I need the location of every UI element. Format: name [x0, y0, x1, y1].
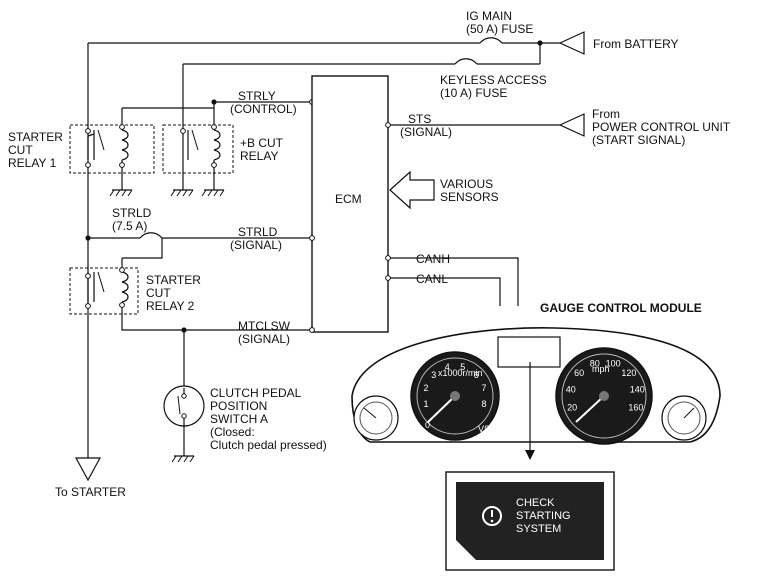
speedo-ticks-label: 60 [574, 368, 584, 378]
speedo-ticks-label: 20 [567, 403, 577, 413]
svg-text:x1000r/min: x1000r/min [438, 368, 483, 378]
starter-connector-icon: To STARTER [55, 457, 126, 499]
svg-text:(Closed:: (Closed: [210, 425, 255, 439]
sts-wire: STS (SIGNAL) From POWER CONTROL UNIT (ST… [385, 107, 731, 147]
tach-ticks-label: 8 [481, 399, 486, 409]
tach-ticks-label: 2 [423, 383, 428, 393]
pcu-connector-icon [558, 113, 585, 137]
speedo-ticks-label: 160 [628, 403, 643, 413]
svg-text:POSITION: POSITION [210, 399, 267, 413]
starter-cut-relay-2-label: STARTER CUT RELAY 2 [146, 273, 201, 313]
from-battery-label: From BATTERY [593, 37, 679, 51]
strly-label-1: STRLY [238, 89, 276, 103]
svg-text:STARTER: STARTER [8, 130, 63, 144]
strld-wire: STRLD (7.5 A) STRLD (SIGNAL) [85, 206, 315, 252]
gauge-control-module-label: GAUGE CONTROL MODULE [540, 301, 702, 315]
canh-label: CANH [416, 252, 450, 266]
battery-junction-dot [537, 40, 543, 46]
svg-text:0: 0 [425, 420, 430, 430]
warning-icon [482, 506, 502, 526]
sts-label-1: STS [408, 112, 431, 126]
speedo-ticks-label: 120 [621, 368, 636, 378]
check-starting-system-display: CHECK STARTING SYSTEM [445, 471, 615, 571]
canl-label: CANL [416, 272, 448, 286]
svg-text:Clutch pedal pressed): Clutch pedal pressed) [210, 438, 327, 452]
strld-fuse-label-2: (7.5 A) [112, 219, 147, 233]
ig-main-fuse-label-1: IG MAIN [466, 9, 512, 23]
tach-ticks-label: 7 [481, 383, 486, 393]
tach-ticks-label: 5 [460, 362, 465, 372]
mtclsw-label-2: (SIGNAL) [238, 332, 290, 346]
starter-cut-relay-2 [69, 238, 315, 333]
svg-text:RELAY 1: RELAY 1 [8, 156, 57, 170]
tach-ticks-label: 1 [423, 399, 428, 409]
display-pointer-arrow [525, 362, 535, 460]
keyless-access-fuse: KEYLESS ACCESS (10 A) FUSE [440, 58, 547, 100]
battery-wiring [87, 40, 560, 458]
strld-fuse-label-1: STRLD [112, 206, 152, 220]
svg-text:RELAY: RELAY [240, 149, 278, 163]
speedo-ticks-label: 140 [630, 384, 645, 394]
mtclsw-label-1: MTCLSW [238, 319, 291, 333]
ig-main-fuse: IG MAIN (50 A) FUSE [466, 9, 533, 44]
svg-text:CUT: CUT [8, 143, 33, 157]
message-line-1: CHECK [516, 497, 555, 509]
strly-wire: STRLY (CONTROL) [122, 89, 315, 116]
b-cut-relay-label: +B CUT RELAY [240, 136, 284, 163]
b-cut-relay [162, 108, 234, 197]
starter-cut-relay-1 [69, 108, 155, 197]
speedo-ticks-label: 100 [606, 358, 621, 368]
can-wires: CANH CANL [385, 252, 519, 306]
keyless-fuse-label-1: KEYLESS ACCESS [440, 73, 547, 87]
mtclsw-wire: MTCLSW (SIGNAL) [238, 319, 291, 346]
svg-text:SWITCH A: SWITCH A [210, 412, 268, 426]
various-sensors-label-2: SENSORS [440, 190, 499, 204]
keyless-fuse-label-2: (10 A) FUSE [440, 86, 507, 100]
strld-signal-label-2: (SIGNAL) [230, 238, 282, 252]
clutch-pedal-switch: CLUTCH PEDAL POSITION SWITCH A (Closed: … [163, 330, 327, 463]
speedo-ticks-label: 40 [566, 384, 576, 394]
svg-text:CUT: CUT [146, 286, 171, 300]
from-pcu-label-2: POWER CONTROL UNIT [592, 120, 731, 134]
from-pcu-label-3: (START SIGNAL) [592, 133, 685, 147]
svg-text:STARTER: STARTER [146, 273, 201, 287]
svg-text:+B CUT: +B CUT [240, 136, 284, 150]
svg-text:mph: mph [592, 364, 610, 374]
ecm-label: ECM [335, 192, 362, 206]
display-screen [456, 482, 604, 560]
from-pcu-label-1: From [592, 107, 620, 121]
strly-label-2: (CONTROL) [230, 102, 297, 116]
cluster-display-window [497, 336, 561, 368]
svg-text:CLUTCH PEDAL: CLUTCH PEDAL [210, 386, 302, 400]
to-starter-label: To STARTER [55, 485, 126, 499]
tach-ticks-label: 4 [445, 362, 450, 372]
svg-text:RELAY 2: RELAY 2 [146, 299, 195, 313]
sts-label-2: (SIGNAL) [400, 125, 452, 139]
tach-ticks-label: 3 [431, 370, 436, 380]
ig-main-fuse-label-2: (50 A) FUSE [466, 22, 533, 36]
message-line-2: STARTING [516, 510, 571, 522]
message-line-3: SYSTEM [516, 523, 561, 535]
strld-signal-label-1: STRLD [238, 225, 278, 239]
strld-fuse [139, 232, 163, 239]
ecm: ECM [311, 75, 389, 333]
battery-connector-icon: From BATTERY [558, 31, 679, 55]
various-sensors-arrow-icon: VARIOUS SENSORS [389, 170, 499, 210]
svg-text:VSA: VSA [478, 424, 496, 434]
tach-ticks-label: 6 [474, 370, 479, 380]
speedo-ticks-label: 80 [590, 358, 600, 368]
various-sensors-label-1: VARIOUS [440, 177, 493, 191]
starter-cut-relay-1-label: STARTER CUT RELAY 1 [8, 130, 63, 170]
